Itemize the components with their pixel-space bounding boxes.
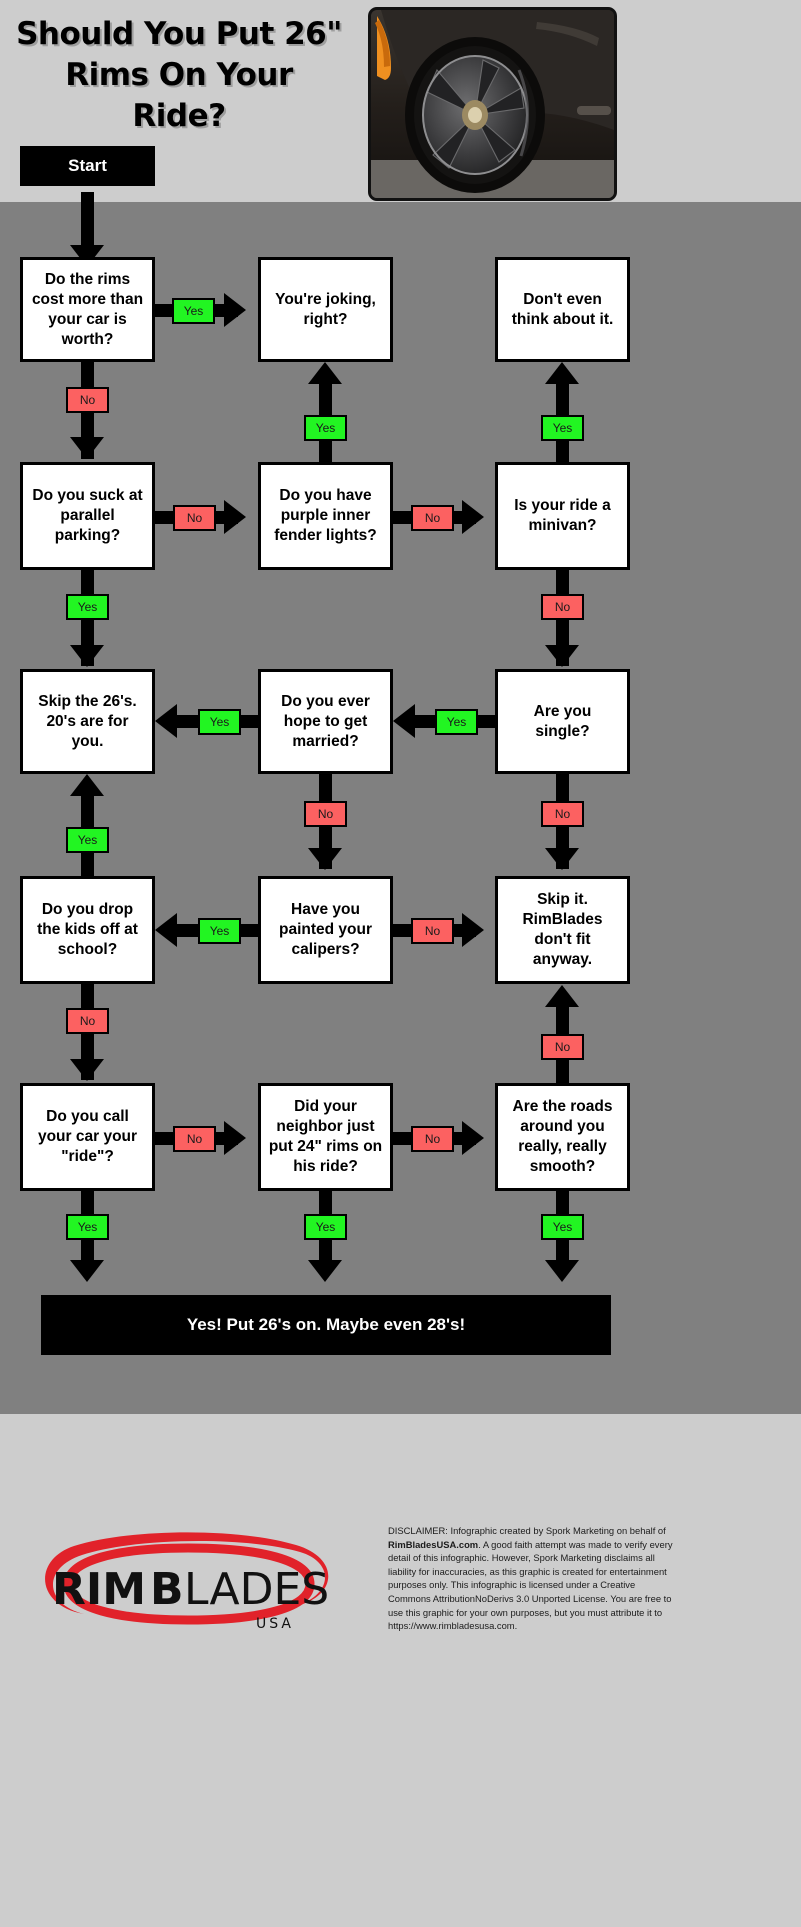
edge-n4-n5-head: [224, 500, 246, 534]
edge-n5-n6-head: [462, 500, 484, 534]
edge-label-no: No: [541, 1034, 584, 1060]
node-parallel-parking[interactable]: Do you suck at parallel parking?: [20, 462, 155, 570]
node-rims-cost[interactable]: Do the rims cost more than your car is w…: [20, 257, 155, 362]
edge-label-yes: Yes: [198, 709, 241, 735]
start-node[interactable]: Start: [20, 146, 155, 186]
node-painted-calipers[interactable]: Have you painted your calipers?: [258, 876, 393, 984]
edge-label-yes: Yes: [541, 415, 584, 441]
svg-text:B: B: [150, 1564, 184, 1615]
edge-n15-n16-head: [545, 1260, 579, 1282]
edge-start-n1-shaft: [81, 192, 94, 247]
edge-n14-n16-head: [308, 1260, 342, 1282]
edge-label-yes: Yes: [541, 1214, 584, 1240]
header: Should You Put 26" Rims On Your Ride? St…: [0, 0, 801, 202]
edge-n14-n15-head: [462, 1121, 484, 1155]
node-call-car-ride[interactable]: Do you call your car your "ride"?: [20, 1083, 155, 1191]
edge-label-yes: Yes: [66, 594, 109, 620]
node-neighbor-24-rims[interactable]: Did your neighbor just put 24" rims on h…: [258, 1083, 393, 1191]
edge-label-yes: Yes: [66, 827, 109, 853]
node-dont-even-think[interactable]: Don't even think about it.: [495, 257, 630, 362]
edge-label-yes: Yes: [172, 298, 215, 324]
node-skip-26s[interactable]: Skip the 26's. 20's are for you.: [20, 669, 155, 774]
svg-text:USA: USA: [256, 1616, 294, 1632]
edge-label-yes: Yes: [435, 709, 478, 735]
edge-label-no: No: [411, 1126, 454, 1152]
edge-label-no: No: [304, 801, 347, 827]
edge-label-no: No: [173, 1126, 216, 1152]
rimblades-logo: RIM B LADES USA: [38, 1524, 338, 1659]
disclaimer-intro: DISCLAIMER: Infographic created by Spork…: [388, 1525, 666, 1536]
edge-n1-n2-head: [224, 293, 246, 327]
edge-label-no: No: [66, 1008, 109, 1034]
svg-text:RIM: RIM: [52, 1564, 146, 1615]
node-purple-fender-lights[interactable]: Do you have purple inner fender lights?: [258, 462, 393, 570]
edge-n9-n8-head: [393, 704, 415, 738]
edge-n8-n7-head: [155, 704, 177, 738]
edge-n9-n12-head: [545, 848, 579, 870]
flowchart-canvas: Do the rims cost more than your car is w…: [0, 192, 801, 1414]
edge-label-yes: Yes: [304, 415, 347, 441]
edge-label-no: No: [541, 594, 584, 620]
edge-n6-n3-head: [545, 362, 579, 384]
edge-label-yes: Yes: [198, 918, 241, 944]
edge-label-no: No: [411, 918, 454, 944]
rimblades-logo-art: RIM B LADES USA: [45, 1532, 329, 1632]
edge-n1-n4-head: [70, 437, 104, 459]
node-final-result[interactable]: Yes! Put 26's on. Maybe even 28's!: [41, 1295, 611, 1355]
disclaimer-rest: . A good faith attempt was made to verif…: [388, 1538, 673, 1632]
wheel-photo-illustration: [371, 10, 614, 198]
edge-n6-n9-head: [545, 645, 579, 667]
edge-n13-n16-head: [70, 1260, 104, 1282]
disclaimer-brand: RimBladesUSA.com: [388, 1538, 479, 1550]
wheel-photo: [368, 7, 617, 201]
node-drop-kids-school[interactable]: Do you drop the kids off at school?: [20, 876, 155, 984]
node-youre-joking[interactable]: You're joking, right?: [258, 257, 393, 362]
edge-label-yes: Yes: [304, 1214, 347, 1240]
edge-n10-n13-head: [70, 1059, 104, 1081]
edge-n10-n7-head: [70, 774, 104, 796]
edge-label-no: No: [541, 801, 584, 827]
disclaimer-text: DISCLAIMER: Infographic created by Spork…: [388, 1524, 680, 1633]
footer: RIM B LADES USA DISCLAIMER: Infographic …: [0, 1414, 801, 1927]
node-minivan[interactable]: Is your ride a minivan?: [495, 462, 630, 570]
edge-label-no: No: [411, 505, 454, 531]
svg-text:LADES: LADES: [184, 1564, 329, 1615]
edge-n13-n14-head: [224, 1121, 246, 1155]
edge-n4-n7-head: [70, 645, 104, 667]
page-title: Should You Put 26" Rims On Your Ride?: [16, 16, 342, 134]
node-hope-to-marry[interactable]: Do you ever hope to get married?: [258, 669, 393, 774]
node-skip-it-rimblades[interactable]: Skip it. RimBlades don't fit anyway.: [495, 876, 630, 984]
edge-label-yes: Yes: [66, 1214, 109, 1240]
edge-n11-n10-head: [155, 913, 177, 947]
edge-label-no: No: [66, 387, 109, 413]
edge-n15-n12-head: [545, 985, 579, 1007]
edge-n8-n11-head: [308, 848, 342, 870]
edge-label-no: No: [173, 505, 216, 531]
start-label: Start: [68, 156, 107, 175]
edge-n11-n12-head: [462, 913, 484, 947]
node-are-you-single[interactable]: Are you single?: [495, 669, 630, 774]
edge-n5-n2-head: [308, 362, 342, 384]
node-roads-smooth[interactable]: Are the roads around you really, really …: [495, 1083, 630, 1191]
